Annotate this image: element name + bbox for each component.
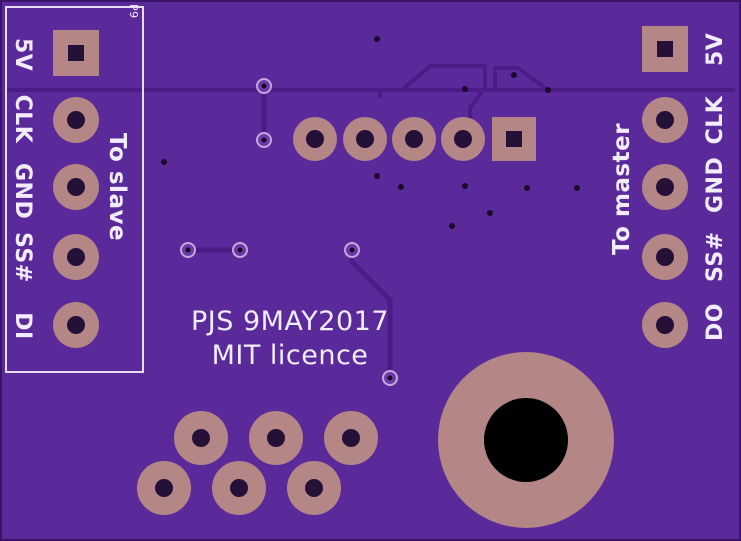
right-pin-label-5v: 5V [703,32,728,66]
left-header-caption: To slave [104,132,130,242]
left-header-pads [53,30,99,348]
clk-trace [378,64,487,120]
right-pin-label-do: DO [703,303,728,341]
left-pin-label-clk: CLK [10,94,35,144]
right-pin-label-clk: CLK [703,95,728,145]
left-pin-label-gnd: GND [10,163,35,220]
din-connector-pads [137,411,378,515]
credit-line-1: PJS 9MAY2017 [190,306,390,337]
footprint-ref: P9 [127,4,140,19]
gnd-trace [493,66,550,92]
left-header-outline [5,6,144,373]
credit-line-2: MIT licence [211,340,369,371]
mounting-hole [438,352,614,528]
right-header-pads [642,26,688,348]
center-header-pads [293,117,536,161]
right-pin-label-gnd: GND [703,156,728,213]
right-header-caption: To master [609,122,635,255]
left-pin-label-di: DI [10,312,35,340]
left-pin-label-ss: SS# [10,232,35,283]
right-pin-label-ss: SS# [703,231,728,282]
left-pin-label-5v: 5V [10,38,35,72]
